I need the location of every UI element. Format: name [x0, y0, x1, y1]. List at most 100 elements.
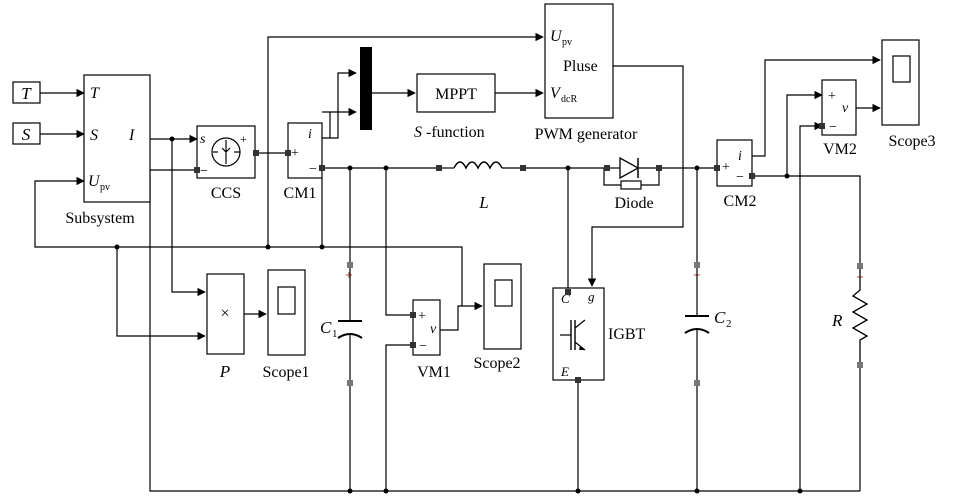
c1-label-sub: 1 — [332, 328, 338, 340]
wire-pwm-to-igbt — [587, 65, 684, 287]
capacitor-C1[interactable]: + — [337, 262, 363, 386]
scope1-label: Scope1 — [262, 364, 309, 381]
scope3-label: Scope3 — [888, 133, 935, 150]
input-T[interactable]: T — [12, 81, 41, 104]
mppt-block[interactable]: MPPT — [416, 73, 496, 113]
cm1-label: CM1 — [284, 185, 317, 202]
scope3-block[interactable] — [881, 39, 920, 126]
scope1-block[interactable] — [267, 269, 306, 356]
c2-label: C — [714, 308, 726, 327]
igbt-block[interactable]: C g E — [552, 287, 605, 381]
diode-block[interactable] — [603, 156, 662, 190]
mppt-label: MPPT — [435, 86, 477, 103]
cm2-label: CM2 — [724, 193, 757, 210]
cm1-minus: − — [309, 162, 317, 177]
wire-vm2-plus — [786, 90, 823, 176]
wire-cm2-to-scope3 — [752, 55, 881, 157]
sfunction-label-s: S — [414, 124, 422, 141]
subsystem-port-I: I — [128, 127, 135, 144]
wire-upv-to-pwm — [267, 32, 544, 247]
wire-V-to-product — [116, 247, 206, 341]
scope2-screen-icon — [494, 279, 513, 307]
cm1-block[interactable]: + i − — [287, 122, 323, 179]
pwm-generator-block[interactable]: U pv Pluse V dcR — [544, 3, 614, 119]
wire-cm1-i-to-mux — [322, 68, 357, 139]
c1-plus: + — [345, 270, 353, 281]
subsystem-port-T: T — [90, 85, 100, 102]
ccs-port-s: s — [200, 132, 206, 147]
product-block[interactable]: × — [206, 273, 245, 355]
cm1-port-i: i — [308, 127, 312, 142]
subsystem-port-upv-sub: pv — [100, 182, 110, 193]
subsystem-label: Subsystem — [65, 210, 135, 227]
r-label: R — [831, 311, 843, 330]
wire-ground-rail — [149, 169, 860, 492]
scope3-screen-icon — [892, 55, 911, 83]
ccs-label: CCS — [211, 185, 241, 202]
inductor-label: L — [478, 193, 488, 212]
product-label: P — [219, 362, 230, 381]
subsystem-port-upv: U — [88, 173, 101, 190]
wire-I-to-product — [171, 139, 206, 297]
diode-label: Diode — [614, 195, 653, 212]
pwm-port-upv-sub: pv — [562, 37, 572, 48]
input-S[interactable]: S — [12, 122, 41, 145]
vm1-port-v: v — [430, 322, 437, 337]
vm1-label: VM1 — [417, 364, 451, 381]
wire-upv-feedback — [34, 176, 463, 306]
input-T-label: T — [21, 84, 32, 103]
igbt-port-g: g — [588, 289, 595, 304]
cm2-plus: + — [722, 160, 730, 175]
resistor-zigzag-icon — [851, 269, 869, 362]
wire-vm1-minus — [385, 344, 413, 491]
junctions — [114, 136, 803, 494]
mux-block[interactable] — [360, 47, 372, 130]
input-S-label: S — [22, 125, 31, 144]
cm1-plus: + — [291, 146, 299, 161]
capacitor-C2[interactable]: + — [684, 262, 710, 386]
pwm-port-vdcr-sub: dcR — [561, 94, 577, 105]
wire-vm1-to-scope2 — [440, 301, 483, 331]
igbt-label: IGBT — [608, 326, 646, 343]
pwm-label: PWM generator — [535, 126, 638, 143]
vm1-minus: − — [419, 339, 427, 354]
scope2-block[interactable] — [483, 263, 522, 350]
ccs-plus: + — [240, 132, 247, 146]
sfunction-label: -function — [426, 124, 485, 141]
port-markers — [194, 123, 825, 383]
ccs-minus: − — [200, 164, 208, 179]
vm1-plus: + — [418, 309, 426, 324]
cm2-port-i: i — [738, 149, 742, 164]
diode-icon — [619, 156, 640, 180]
subsystem-port-S: S — [90, 127, 98, 144]
c2-label-sub: 2 — [726, 318, 732, 330]
vm2-plus: + — [828, 89, 836, 104]
wire-vm1-plus — [385, 168, 413, 316]
wires — [34, 32, 881, 492]
vm1-block[interactable]: + v − — [412, 299, 441, 356]
igbt-transistor-icon — [560, 319, 586, 351]
cm2-minus: − — [736, 170, 744, 185]
scope2-label: Scope2 — [473, 355, 520, 372]
pwm-port-vdcr: V — [550, 85, 562, 102]
igbt-port-c: C — [561, 291, 570, 306]
resistor-R[interactable]: + — [851, 263, 869, 368]
wire-cm2-to-r — [752, 175, 861, 263]
pwm-port-pluse: Pluse — [563, 58, 598, 75]
vm2-minus: − — [829, 120, 837, 135]
subsystem-block[interactable]: T S U pv I — [83, 74, 151, 203]
vm2-label: VM2 — [823, 141, 857, 158]
ccs-block[interactable]: s − + — [196, 125, 256, 179]
cm2-block[interactable]: + i − — [716, 139, 753, 187]
scope1-screen-icon — [277, 286, 296, 315]
vm2-port-v: v — [842, 101, 849, 116]
product-sign: × — [220, 305, 229, 322]
vm2-block[interactable]: + v − — [821, 79, 857, 136]
igbt-port-e: E — [560, 364, 569, 379]
pwm-port-upv: U — [550, 28, 563, 45]
wire-vm2-minus — [799, 121, 823, 491]
c1-label: C — [320, 318, 332, 337]
inductor-coil-icon — [453, 161, 503, 170]
inductor-L[interactable] — [436, 161, 526, 171]
